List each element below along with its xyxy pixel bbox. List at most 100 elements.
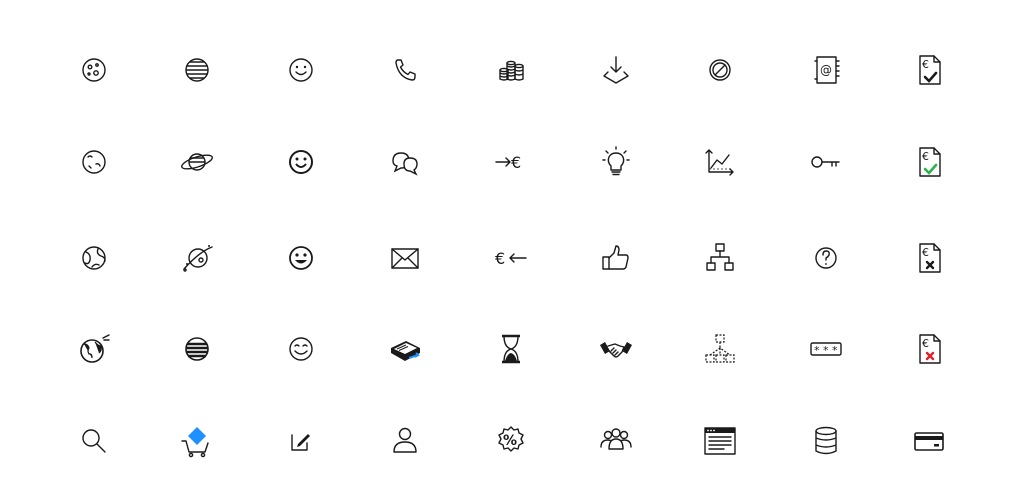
planet-jupiter-icon-svg (185, 58, 209, 82)
handshake-icon-svg (600, 342, 632, 358)
globe-satellite-icon (70, 325, 118, 373)
euro-invoice-check-green-icon-svg: € (919, 147, 941, 177)
address-book-icon-svg: @ (814, 56, 840, 84)
svg-text:€: € (922, 58, 929, 71)
euro-invoice-cross-red-icon-svg: € (919, 334, 941, 364)
euro-invoice-check-icon: € (905, 46, 953, 94)
planet-stripes-icon-svg (185, 337, 209, 361)
handshake-icon (592, 325, 640, 373)
phone-icon (381, 46, 429, 94)
moon-icon (70, 46, 118, 94)
discount-badge-icon-svg: % (498, 426, 524, 452)
password-field-icon: * * * (802, 325, 850, 373)
moon-alt-icon-svg (82, 150, 106, 174)
download-icon-svg (603, 56, 629, 84)
thumbs-up-icon (592, 234, 640, 282)
database-icon (802, 417, 850, 465)
euro-invoice-check-icon-svg: € (919, 55, 941, 85)
search-icon (70, 417, 118, 465)
moon-alt-icon (70, 138, 118, 186)
team-icon-svg (600, 428, 632, 450)
shopping-cart-icon (173, 417, 221, 465)
lightbulb-icon-svg (602, 146, 630, 176)
browser-window-icon-svg (704, 427, 736, 455)
edit-icon-svg (291, 434, 310, 451)
smiley-bold-icon (277, 138, 325, 186)
thumbs-up-icon-svg (602, 245, 629, 270)
line-chart-icon (696, 138, 744, 186)
euro-invoice-cross-icon: € (905, 234, 953, 282)
hourglass-icon (487, 325, 535, 373)
user-icon-svg (393, 427, 417, 453)
book-icon (381, 325, 429, 373)
planet-orbit-icon-svg (183, 245, 213, 272)
smiley-icon (277, 46, 325, 94)
book-icon-svg (391, 341, 420, 361)
smiley-alt-icon (277, 234, 325, 282)
database-icon-svg (815, 426, 837, 455)
svg-text:€: € (511, 153, 521, 172)
hourglass-icon-svg (502, 334, 520, 364)
user-icon (381, 417, 429, 465)
globe-satellite-icon-svg (80, 334, 110, 363)
planet-craters-icon-svg (82, 246, 106, 270)
svg-text:%: % (503, 433, 517, 449)
euro-outgoing-icon-svg: € (495, 249, 527, 268)
search-icon-svg (82, 429, 106, 453)
question-icon (802, 234, 850, 282)
planet-jupiter-icon (173, 46, 221, 94)
euro-incoming-icon-svg: € (495, 153, 521, 172)
smiley-alt-icon-svg (289, 246, 313, 270)
team-icon (592, 417, 640, 465)
forbidden-icon (696, 46, 744, 94)
download-icon (592, 46, 640, 94)
browser-window-icon (696, 417, 744, 465)
coins-stack-icon (487, 46, 535, 94)
hierarchy-icon (696, 234, 744, 282)
svg-text:€: € (922, 337, 929, 350)
smiley-happy-icon (277, 325, 325, 373)
envelope-icon-svg (391, 248, 419, 269)
line-chart-icon-svg (705, 149, 734, 176)
phone-icon-svg (395, 59, 416, 81)
euro-outgoing-icon: € (487, 234, 535, 282)
planet-orbit-icon (173, 234, 221, 282)
planet-stripes-icon (173, 325, 221, 373)
euro-incoming-icon: € (487, 138, 535, 186)
euro-invoice-cross-red-icon: € (905, 325, 953, 373)
euro-invoice-check-green-icon: € (905, 138, 953, 186)
svg-text:* * *: * * * (814, 344, 838, 357)
smiley-happy-icon-svg (289, 337, 313, 361)
forbidden-icon-svg (709, 59, 731, 81)
moon-icon-svg (82, 58, 106, 82)
saturn-icon-svg (181, 153, 213, 171)
shopping-cart-icon-svg (181, 427, 209, 458)
svg-text:€: € (922, 150, 929, 163)
key-icon-svg (811, 156, 840, 168)
password-field-icon-svg: * * * (810, 342, 842, 357)
smiley-icon-svg (289, 58, 313, 82)
edit-icon (277, 417, 325, 465)
hierarchy-dashed-icon-svg (705, 334, 735, 363)
svg-text:€: € (922, 246, 929, 259)
address-book-icon: @ (802, 46, 850, 94)
question-icon-svg (815, 247, 837, 269)
chat-bubbles-icon (381, 138, 429, 186)
lightbulb-icon (592, 138, 640, 186)
credit-card-icon (905, 417, 953, 465)
smiley-bold-icon-svg (289, 150, 313, 174)
svg-text:€: € (495, 249, 505, 268)
hierarchy-dashed-icon (696, 325, 744, 373)
euro-invoice-cross-icon-svg: € (919, 243, 941, 273)
credit-card-icon-svg (914, 432, 944, 451)
envelope-icon (381, 234, 429, 282)
planet-craters-icon (70, 234, 118, 282)
coins-stack-icon-svg (499, 60, 524, 81)
chat-bubbles-icon-svg (392, 152, 418, 176)
key-icon (802, 138, 850, 186)
svg-text:@: @ (820, 63, 832, 77)
hierarchy-icon-svg (706, 243, 734, 271)
saturn-icon (173, 138, 221, 186)
discount-badge-icon: % (487, 417, 535, 465)
